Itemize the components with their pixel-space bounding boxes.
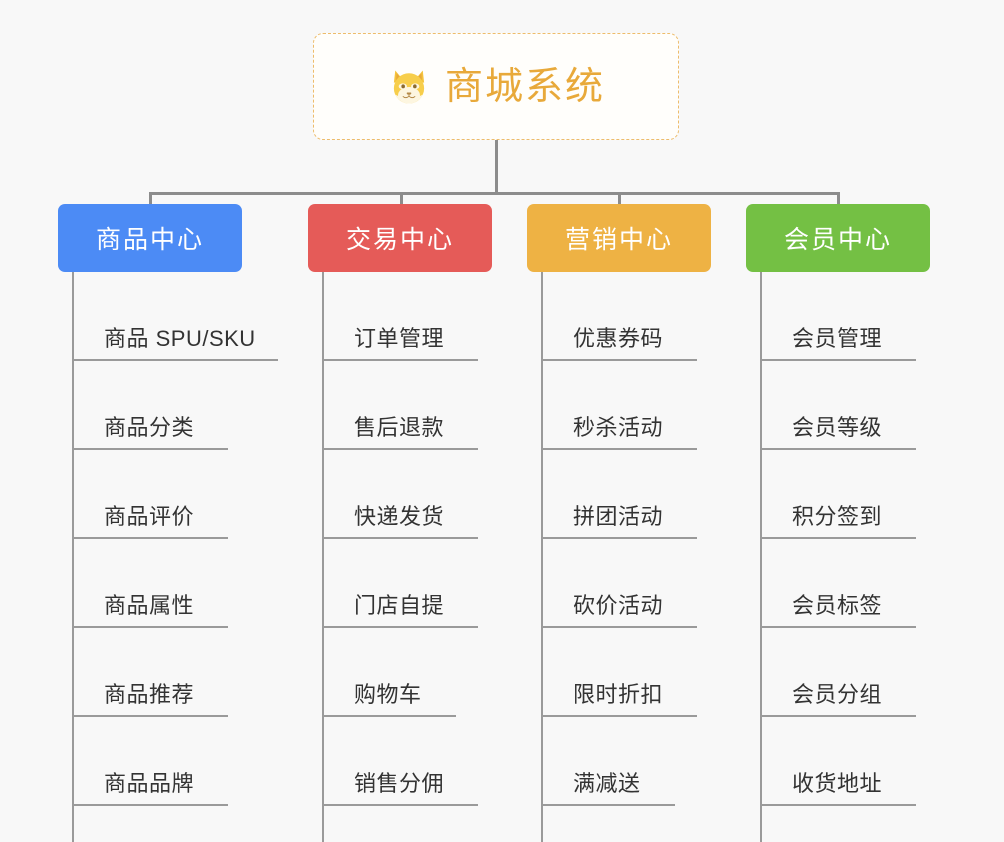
list-item[interactable]: 优惠券码 (541, 272, 697, 361)
list-item[interactable]: 商品评价 (72, 450, 228, 539)
list-item-label: 快递发货 (354, 504, 445, 529)
category-column-2: 交易中心 订单管理 售后退款 快递发货 门店自提 购物车 销售分佣 (308, 204, 492, 842)
connector-root-stem (495, 140, 498, 194)
list-item-label: 会员分组 (792, 682, 883, 707)
list-item[interactable]: 商品 SPU/SKU (72, 272, 278, 361)
list-item-label: 满减送 (573, 771, 641, 796)
list-item[interactable]: 满减送 (541, 717, 675, 806)
category-header-4-label: 会员中心 (783, 226, 892, 254)
list-item[interactable]: 商品品牌 (72, 717, 228, 806)
connector-drop-2 (400, 192, 403, 206)
category-column-1: 商品中心 商品 SPU/SKU 商品分类 商品评价 商品属性 商品推荐 商品品牌 (58, 204, 278, 842)
category-spine-4 (760, 272, 762, 842)
list-item[interactable]: 拼团活动 (541, 450, 697, 539)
list-item-label: 优惠券码 (573, 326, 664, 351)
category-header-1-label: 商品中心 (95, 226, 204, 254)
list-item[interactable]: 门店自提 (322, 539, 478, 628)
list-item[interactable]: 商品推荐 (72, 628, 228, 717)
list-item-label: 会员等级 (792, 415, 883, 440)
category-column-4: 会员中心 会员管理 会员等级 积分签到 会员标签 会员分组 收货地址 (746, 204, 930, 842)
category-header-3[interactable]: 营销中心 (527, 204, 711, 272)
list-item-label: 商品 SPU/SKU (104, 326, 256, 351)
category-column-3: 营销中心 优惠券码 秒杀活动 拼团活动 砍价活动 限时折扣 满减送 (527, 204, 711, 842)
list-item-label: 秒杀活动 (573, 415, 664, 440)
list-item[interactable]: 砍价活动 (541, 539, 697, 628)
category-header-4[interactable]: 会员中心 (746, 204, 930, 272)
list-item-label: 售后退款 (354, 415, 445, 440)
list-item-label: 销售分佣 (354, 771, 445, 796)
list-item-label: 砍价活动 (573, 593, 664, 618)
connector-drop-4 (837, 192, 840, 206)
category-header-2[interactable]: 交易中心 (308, 204, 492, 272)
list-item-label: 会员管理 (792, 326, 883, 351)
list-item[interactable]: 商品属性 (72, 539, 228, 628)
connector-drop-3 (618, 192, 621, 206)
list-item-label: 商品品牌 (104, 771, 195, 796)
list-item[interactable]: 会员管理 (760, 272, 916, 361)
list-item[interactable]: 积分签到 (760, 450, 916, 539)
list-item-label: 门店自提 (354, 593, 445, 618)
list-item-label: 商品评价 (104, 504, 195, 529)
category-spine-3 (541, 272, 543, 842)
list-item[interactable]: 销售分佣 (322, 717, 478, 806)
list-item-label: 拼团活动 (573, 504, 664, 529)
list-item[interactable]: 会员标签 (760, 539, 916, 628)
list-item[interactable]: 购物车 (322, 628, 456, 717)
list-item-label: 订单管理 (354, 326, 445, 351)
list-item-label: 限时折扣 (573, 682, 664, 707)
category-header-2-label: 交易中心 (345, 226, 454, 254)
list-item-label: 积分签到 (792, 504, 883, 529)
list-item[interactable]: 订单管理 (322, 272, 478, 361)
list-item-label: 商品分类 (104, 415, 195, 440)
category-spine-2 (322, 272, 324, 842)
category-header-1[interactable]: 商品中心 (58, 204, 242, 272)
list-item[interactable]: 售后退款 (322, 361, 478, 450)
list-item-label: 商品属性 (104, 593, 195, 618)
root-node-mall-system[interactable]: 商城系统 (313, 33, 679, 140)
root-node-label: 商城系统 (444, 65, 605, 108)
list-item[interactable]: 商品分类 (72, 361, 228, 450)
connector-drop-1 (149, 192, 152, 206)
connector-horizontal-bus (150, 192, 840, 195)
list-item-label: 收货地址 (792, 771, 883, 796)
list-item-label: 商品推荐 (104, 682, 195, 707)
list-item-label: 购物车 (354, 682, 422, 707)
list-item[interactable]: 会员分组 (760, 628, 916, 717)
category-spine-1 (72, 272, 74, 842)
list-item[interactable]: 秒杀活动 (541, 361, 697, 450)
list-item[interactable]: 收货地址 (760, 717, 916, 806)
list-item[interactable]: 快递发货 (322, 450, 478, 539)
category-header-3-label: 营销中心 (564, 226, 673, 254)
list-item[interactable]: 限时折扣 (541, 628, 697, 717)
list-item[interactable]: 会员等级 (760, 361, 916, 450)
shiba-dog-face-icon (387, 65, 431, 109)
list-item-label: 会员标签 (792, 593, 883, 618)
